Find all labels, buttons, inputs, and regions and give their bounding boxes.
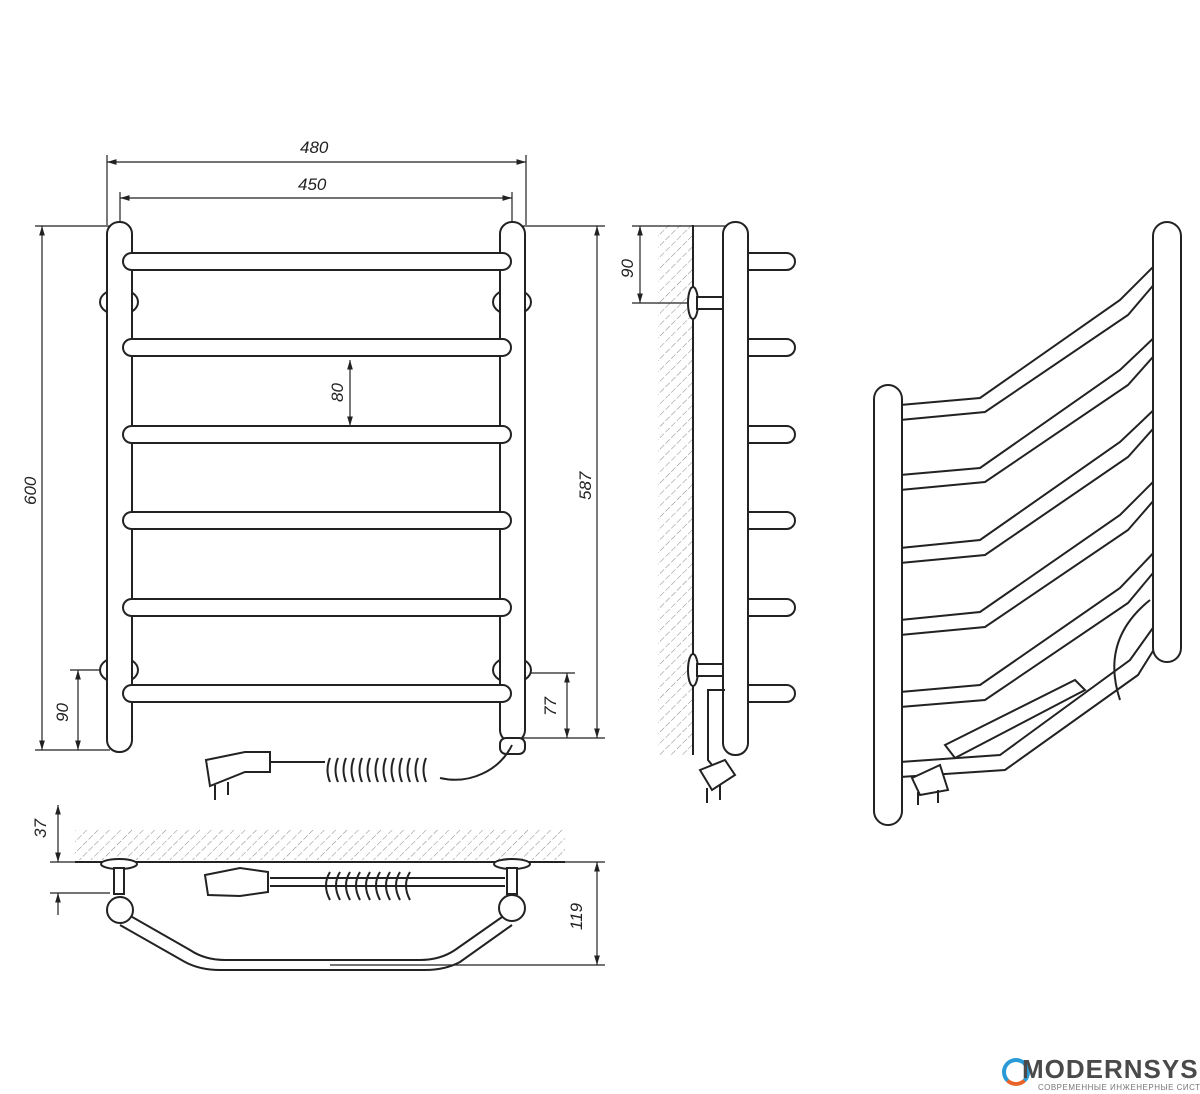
dim-77: 77 — [541, 697, 560, 716]
dim-80: 80 — [328, 383, 347, 402]
dim-119: 119 — [567, 902, 586, 930]
rails — [122, 252, 512, 703]
dim-450: 450 — [298, 175, 327, 194]
dim-90: 90 — [53, 703, 72, 722]
dim-37: 37 — [31, 819, 50, 838]
logo-name: MODERNSYS — [1022, 1054, 1199, 1084]
left-post — [106, 221, 133, 753]
logo-ring-icon — [1002, 1058, 1030, 1086]
logo-tagline: СОВРЕМЕННЫЕ ИНЖЕНЕРНЫЕ СИСТЕМЫ — [1038, 1083, 1200, 1092]
perspective-view — [873, 221, 1182, 826]
dim-600: 600 — [21, 476, 40, 505]
top-view: 37 119 — [31, 805, 605, 971]
power-cord-with-plug — [204, 744, 513, 800]
right-post — [499, 221, 526, 743]
dim-587: 587 — [576, 471, 595, 500]
front-view: 480 450 600 587 80 90 77 — [21, 138, 605, 800]
dim-side-90: 90 — [618, 259, 637, 278]
modernsys-logo: MODERNSYS СОВРЕМЕННЫЕ ИНЖЕНЕРНЫЕ СИСТЕМЫ — [1000, 1052, 1200, 1094]
side-view: 90 — [618, 221, 796, 803]
dim-480: 480 — [300, 138, 329, 157]
